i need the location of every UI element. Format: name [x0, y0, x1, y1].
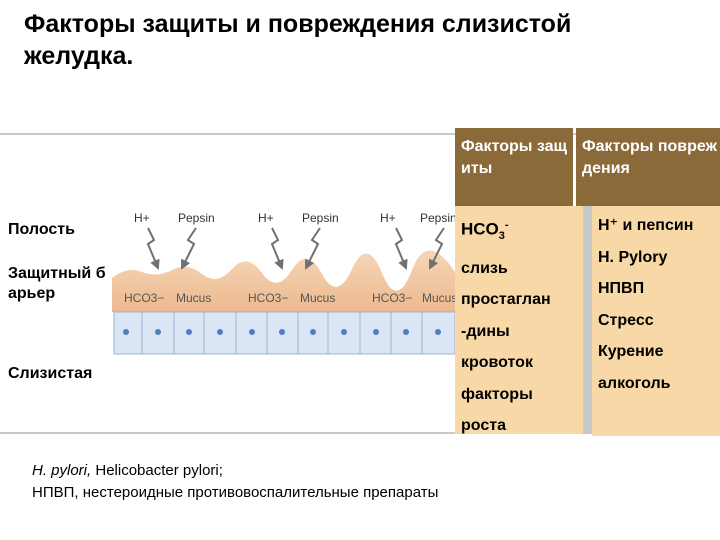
label-lumen: Полость — [8, 221, 75, 238]
mucus-label: Mucus — [422, 291, 455, 305]
protection-list: HCO3- слизь простаглан -дины кровоток фа… — [455, 206, 583, 434]
attack-labels: H+ Pepsin H+ Pepsin H+ Pepsin — [134, 211, 457, 225]
protection-item: факторы — [461, 385, 533, 403]
cell-borders — [141, 312, 423, 354]
protection-header: Факторы защиты — [455, 128, 573, 206]
title-line-1: Факторы защиты и повреждения слизистой — [24, 10, 572, 38]
mucus-label: Mucus — [176, 291, 211, 305]
protection-item: простаглан — [461, 291, 551, 309]
mucus-layer — [112, 250, 455, 312]
protection-item: слизь — [461, 259, 508, 277]
damage-item: НПВП — [598, 280, 645, 297]
h-ion-label: H+ — [258, 211, 274, 225]
bicarbonate-label: HCO3− — [248, 291, 288, 305]
protection-item: роста — [461, 417, 506, 435]
label-mucosa: Слизистая — [8, 365, 93, 382]
h-ion-label: H+ — [380, 211, 396, 225]
protection-item-bicarbonate: HCO3- — [461, 219, 509, 243]
column-divider-shadow — [583, 206, 592, 432]
frame-top-line — [0, 133, 720, 135]
damage-item: Курение — [598, 343, 664, 360]
protection-item: кровоток — [461, 354, 533, 372]
protection-item: -дины — [461, 322, 510, 340]
mucus-labels: HCO3− Mucus HCO3− Mucus HCO3− Mucus — [124, 291, 457, 305]
title-line-2: желудка. — [24, 42, 134, 70]
attack-arrows — [146, 227, 445, 270]
frame-bottom-line — [0, 432, 720, 434]
footnote-line-1: H. pylori, Helicobacter pylori; — [32, 462, 223, 479]
damage-item: H⁺ и пепсин — [598, 217, 694, 234]
footnote: H. pylori, Helicobacter pylori; НПВП, не… — [32, 460, 438, 504]
pepsin-label: Pepsin — [420, 211, 455, 225]
damage-item: H. Pylory — [598, 248, 668, 266]
footnote-line-2: НПВП, нестероидные противовоспалительные… — [32, 484, 439, 501]
damage-item: алкоголь — [598, 374, 671, 392]
label-barrier: Защитный барьер — [8, 265, 106, 302]
mucosa-diagram: H+ Pepsin H+ Pepsin H+ Pepsin HCO3− Mucu… — [112, 196, 457, 356]
mucus-label: Mucus — [300, 291, 335, 305]
pepsin-label: Pepsin — [302, 211, 339, 225]
damage-item: Стресс — [598, 311, 654, 329]
damage-list: H⁺ и пепсин H. Pylory НПВП Стресс Курени… — [592, 206, 720, 436]
bicarbonate-label: HCO3− — [124, 291, 164, 305]
pepsin-label: Pepsin — [178, 211, 215, 225]
damage-header: Факторы повреждения — [576, 128, 720, 206]
cell-nuclei — [123, 329, 441, 335]
h-ion-label: H+ — [134, 211, 150, 225]
slide-title: Факторы защиты и повреждения слизистой ж… — [24, 8, 704, 72]
bicarbonate-label: HCO3− — [372, 291, 412, 305]
